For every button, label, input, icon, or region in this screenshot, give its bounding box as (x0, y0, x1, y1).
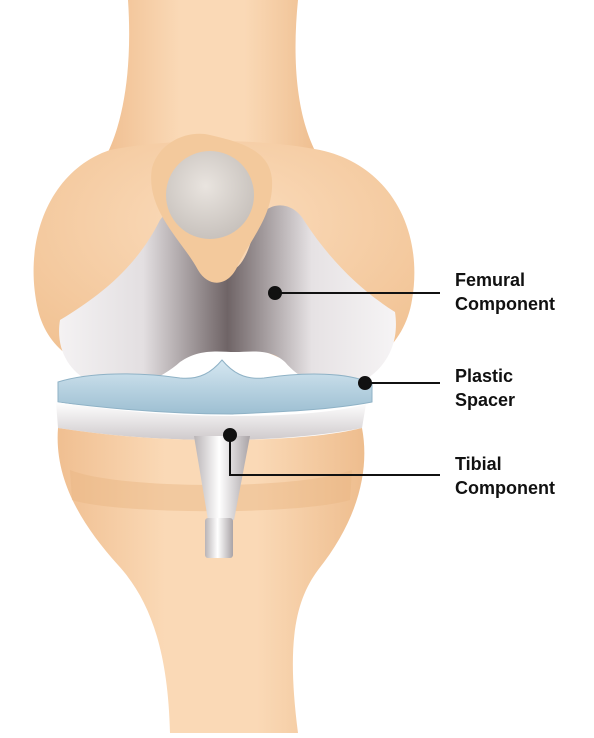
femoral-label-line2: Component (455, 292, 555, 316)
tibial-leader-dot (224, 429, 236, 441)
tibial-stem-peg (205, 518, 233, 558)
femoral-leader-dot (269, 287, 281, 299)
tibial-component-label: Tibial Component (455, 452, 555, 500)
femoral-label-line1: Femural (455, 268, 555, 292)
tibial-label-line1: Tibial (455, 452, 555, 476)
spacer-label-line1: Plastic (455, 364, 515, 388)
patella-button (166, 151, 254, 239)
tibial-label-line2: Component (455, 476, 555, 500)
spacer-leader-dot (359, 377, 371, 389)
plastic-spacer-label: Plastic Spacer (455, 364, 515, 412)
femoral-component-label: Femural Component (455, 268, 555, 316)
spacer-label-line2: Spacer (455, 388, 515, 412)
